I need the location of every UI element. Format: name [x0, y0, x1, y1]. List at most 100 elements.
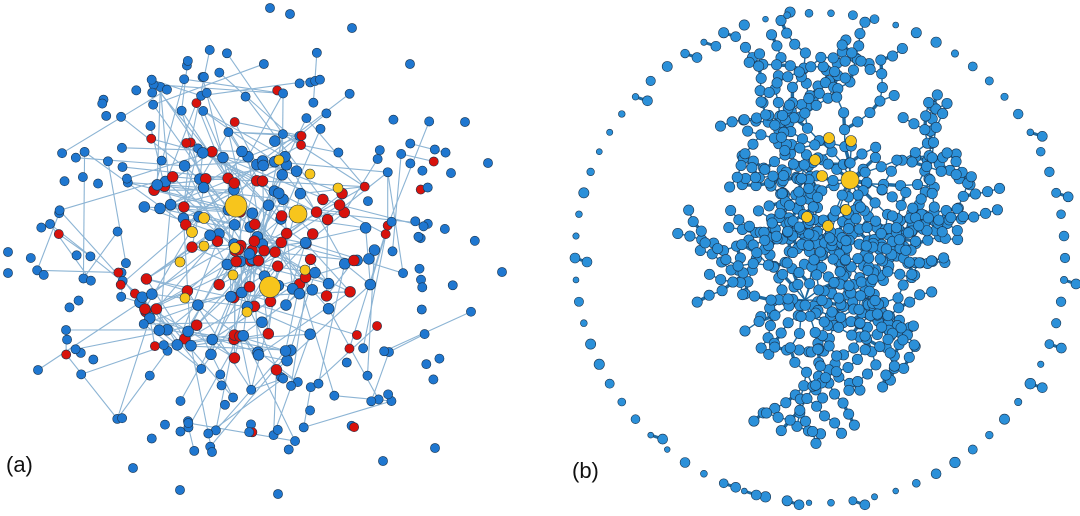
network-node: [258, 244, 270, 257]
edge: [303, 400, 392, 428]
network-node: [874, 341, 886, 353]
network-node: [1036, 147, 1046, 157]
network-node: [839, 72, 851, 84]
network-node: [782, 317, 794, 329]
edge: [183, 131, 229, 208]
network-node: [848, 419, 860, 431]
network-node: [747, 257, 759, 269]
network-node: [731, 171, 743, 183]
network-node: [914, 289, 926, 301]
network-node: [262, 328, 275, 340]
network-node: [309, 267, 321, 279]
network-node: [201, 88, 212, 98]
hub-node: [809, 154, 821, 166]
network-node: [926, 187, 938, 199]
network-node: [823, 340, 835, 352]
edge: [36, 212, 60, 271]
network-node: [753, 315, 765, 327]
edge: [153, 189, 229, 211]
network-node: [378, 456, 388, 466]
network-node: [922, 212, 934, 224]
network-node: [429, 144, 440, 155]
network-node: [882, 310, 894, 322]
network-node: [809, 326, 821, 338]
edge: [58, 233, 91, 257]
network-node: [64, 302, 75, 313]
network-node: [344, 286, 356, 298]
network-node: [256, 175, 269, 187]
network-node: [843, 408, 855, 420]
network-node: [146, 74, 157, 85]
network-node: [750, 489, 762, 501]
network-node: [755, 129, 767, 141]
network-node: [898, 362, 910, 374]
network-node: [1044, 166, 1055, 178]
network-node: [71, 250, 82, 261]
network-node: [779, 145, 791, 157]
network-node: [430, 443, 440, 453]
network-node: [230, 255, 242, 268]
network-node: [45, 219, 55, 229]
network-node: [57, 148, 67, 159]
edge: [327, 171, 389, 220]
network-node: [416, 304, 427, 315]
network-node: [752, 205, 764, 217]
network-node: [290, 165, 303, 177]
edge: [75, 324, 197, 350]
edge: [163, 344, 291, 351]
edge: [242, 335, 296, 442]
network-node: [148, 99, 159, 110]
network-node: [304, 253, 317, 266]
network-node: [220, 399, 230, 410]
network-node: [383, 389, 394, 400]
network-node: [1051, 318, 1062, 329]
network-node: [787, 158, 799, 170]
network-node: [771, 59, 783, 71]
network-node: [843, 280, 855, 292]
network-node: [216, 380, 227, 391]
network-node: [784, 414, 796, 426]
network-node: [742, 125, 754, 137]
network-node: [310, 206, 323, 218]
network-node: [272, 260, 284, 272]
network-node: [153, 324, 165, 336]
network-node: [836, 39, 848, 51]
network-node: [147, 87, 158, 98]
network-node: [787, 247, 799, 259]
network-node: [164, 199, 177, 211]
network-node: [739, 325, 751, 337]
network-node: [738, 19, 750, 31]
network-node: [894, 268, 906, 280]
hub-node: [186, 226, 198, 238]
network-node: [816, 294, 828, 306]
hub-node: [229, 242, 241, 254]
network-node: [769, 309, 781, 321]
network-node: [792, 279, 804, 291]
edge: [239, 336, 252, 390]
network-node: [885, 165, 897, 177]
edge: [366, 250, 376, 376]
network-node: [275, 210, 288, 222]
network-node: [804, 8, 814, 18]
network-node: [294, 78, 305, 89]
network-node: [803, 228, 815, 240]
network-node: [85, 275, 96, 286]
network-node: [847, 64, 859, 76]
network-node: [604, 378, 615, 389]
network-node: [796, 172, 808, 184]
network-node: [76, 369, 87, 380]
network-node: [882, 333, 894, 345]
network-node: [751, 247, 763, 259]
network-node: [771, 77, 783, 89]
network-node: [36, 222, 47, 233]
network-node: [910, 235, 922, 247]
network-node: [840, 235, 852, 247]
network-node: [315, 74, 325, 85]
network-node: [228, 352, 241, 364]
edge: [185, 142, 236, 252]
network-node: [822, 158, 834, 170]
network-node: [783, 99, 795, 111]
network-node: [919, 124, 931, 136]
network-node: [691, 52, 703, 63]
network-node: [876, 68, 888, 80]
